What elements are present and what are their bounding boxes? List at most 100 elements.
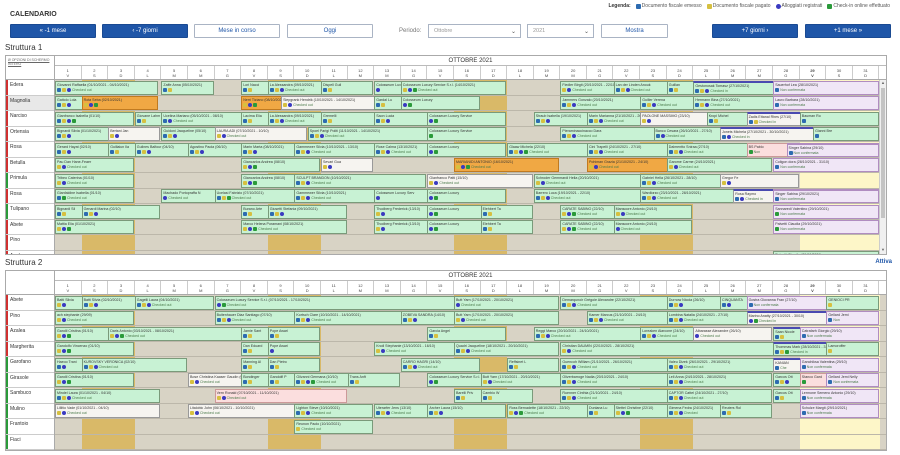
booking-block[interactable]: Gandil Cristina (01/10) (55, 373, 134, 387)
booking-block[interactable]: Albarasse Alexandre (26/10)Checked out (693, 326, 773, 341)
booking-block[interactable]: Gammewer Silvia (10/10/2021 - 13/10)Chec… (294, 142, 400, 157)
room-label[interactable]: Sambuco (6, 388, 54, 404)
booking-block[interactable]: Butt Yarn (17/10/2021 - 20/10/2021)Check… (454, 295, 560, 310)
booking-block[interactable]: LAURA ADI (07/10/2021 - 10/10)Checked ou… (214, 127, 307, 141)
booking-block[interactable]: Colosseum Luxury (427, 142, 507, 157)
booking-block[interactable]: Bauman Ro (799, 111, 879, 126)
room-label[interactable]: Girasole (6, 372, 54, 388)
booking-block[interactable]: Gestonosak Tomasz (27/10/2021)Checked in (693, 80, 799, 95)
booking-block[interactable]: Lermone Semenc Antonio (29/10)Non confer… (799, 388, 879, 403)
booking-block[interactable]: Reggi Marco (20/10/2021 - 24/10/2021)Che… (533, 326, 666, 341)
room-label[interactable]: Rosa (6, 188, 54, 204)
booking-block[interactable]: Rota Seba (02/10/2021) (81, 96, 158, 110)
booking-block[interactable]: SCULPT BRANDON (10/10/2021)Checked out (294, 173, 427, 188)
booking-block[interactable]: Oliverbarroge Nadia (20/10/2021 - 24/10)… (560, 373, 693, 387)
booking-block[interactable]: Hermann Bina (27/10/2021)Checked out (693, 96, 799, 110)
booking-block[interactable]: Lamoroffer (826, 342, 879, 356)
month-select[interactable]: Ottobre⌄ (428, 24, 521, 38)
booking-block[interactable]: Buitenhauer Diaz Santiago (07/10)Checked… (214, 311, 320, 325)
booking-block[interactable]: Quadri Jacqueline (18/10/2021 - 20/10/20… (454, 342, 560, 356)
prev-week-button[interactable]: ‹ -7 giorni (102, 24, 188, 38)
booking-block[interactable]: Singer Sabina (29/10/2021)Non confermata (773, 189, 879, 203)
booking-block[interactable]: Knoll Stephanie (13/10/2021 - 16/10)Chec… (374, 342, 480, 356)
current-month-button[interactable]: Mese in corso (194, 24, 280, 38)
booking-block[interactable]: Butt Yarn (17/10/2021 - 20/10/2021)Check… (480, 373, 586, 387)
booking-block[interactable]: Colosseum Luxury (400, 96, 480, 110)
next-week-button[interactable]: +7 giorni › (712, 24, 798, 38)
booking-block[interactable]: Pope Awari (267, 326, 320, 341)
booking-block[interactable]: Tribeo Caterina (01/10)Checked out (55, 173, 134, 188)
booking-block[interactable]: Genardi Marina (02/10) (81, 204, 161, 219)
booking-block[interactable]: CAPTOR Cattel (24/10/2021 - 27/10)Checke… (666, 388, 773, 403)
booking-block[interactable]: Vern Ronald (07/10/2021 - 11/10/2021)Che… (214, 388, 347, 403)
booking-block[interactable]: Gianfaldine Isabella (01/10)Checked out (55, 189, 134, 203)
booking-block[interactable]: Giusetti Stefania (09/10/2021) (267, 204, 347, 219)
scroll-up-arrow[interactable]: ▲ (881, 80, 885, 85)
booking-block[interactable]: Pope Awari (267, 342, 320, 356)
booking-block[interactable]: Elehbert Ta (480, 220, 533, 234)
room-label[interactable]: Abete (6, 219, 54, 235)
booking-block[interactable]: CARRO HAGRI (14/10)Checked out (400, 357, 480, 372)
booking-block[interactable]: Schulze Margit (29/10/2021)Non confermat… (799, 404, 879, 418)
booking-block[interactable]: Gianfranco Patti (15/10)Checked out (427, 173, 533, 188)
fullscreen-options-link[interactable]: Ø OPZIONI DI SCHERMO INTERO (8, 58, 50, 66)
booking-block[interactable]: Kamer Marcus (21/10/2021 - 24/10)Checked… (587, 311, 693, 325)
vertical-scrollbar[interactable]: ▲▼ (879, 80, 886, 254)
booking-block[interactable]: Dispell Guil (321, 80, 374, 95)
booking-block[interactable]: Mansoore Antonio (24/10)Checked out (613, 204, 693, 219)
room-label[interactable]: Ortensia (6, 126, 54, 142)
booking-block[interactable]: Gostra Giovanna Fran (27/10)Non conferma… (746, 295, 852, 310)
booking-block[interactable]: Gagelli Laura (04/10/2021)Checked out (134, 295, 214, 310)
booking-block[interactable]: Sannaredi Valentino (29/10/2021)Non conf… (773, 204, 879, 219)
room-label[interactable]: Betulla (6, 157, 54, 173)
year-select[interactable]: 2021⌄ (527, 24, 594, 38)
booking-block[interactable]: KUROVSKY VERONICA (02/10)Checked out (81, 357, 187, 372)
room-label[interactable]: Mulino (6, 403, 54, 419)
booking-block[interactable]: Reuters Rol (720, 404, 773, 418)
booking-block[interactable]: Garcia Angel (427, 326, 507, 341)
room-label[interactable]: Pino (6, 310, 54, 326)
booking-block[interactable]: Mindel Laura (01/10/2021 - 04/10)Checked… (55, 388, 161, 403)
room-label[interactable]: Margherita (6, 341, 54, 357)
booking-block[interactable]: Marco Helena Poramani (08/10/2021)Checke… (241, 220, 347, 234)
booking-block[interactable]: Glaaw Michela (22/10)Checked out (507, 142, 613, 157)
booking-block[interactable]: Cini Trapelli (24/10/2021 - 27/10)Checke… (587, 142, 693, 157)
booking-block[interactable]: Reunon Paolo (10/10/2021)Checked out (294, 419, 374, 434)
booking-block[interactable]: Colosseum Luxury Service (427, 111, 507, 126)
room-label[interactable]: Abete (6, 295, 54, 311)
room-label[interactable]: Garofano (6, 357, 54, 373)
booking-block[interactable]: Valeu Dizek (26/10/2021 - 29/10/2021)Che… (666, 357, 799, 372)
booking-block[interactable]: Lillitio Vade (01/10/2021 - 04/10)Checke… (55, 404, 161, 418)
booking-block[interactable]: Lighton Steve (10/10/2021)Checked out (294, 404, 374, 418)
booking-block[interactable]: Coligon dora (28/10/2021 - 31/10)Non con… (773, 158, 879, 172)
booking-block[interactable]: Gandolfo Vincenzo (01/10) (55, 342, 134, 356)
booking-block[interactable]: Ruenner Cinthia (21/10/2021 - 24/10)Chec… (560, 388, 693, 403)
booking-block[interactable]: Trans Anft (347, 373, 400, 387)
scroll-down-arrow[interactable]: ▼ (881, 247, 885, 252)
booking-block[interactable]: Mattia Elia (01/10/2021) (55, 220, 134, 234)
booking-block[interactable]: Palvetti Claudia (29/10/2021)Non conferm… (773, 220, 879, 234)
booking-block[interactable]: Ross Bernadette (18/10/2021 - 22/10)Chec… (507, 404, 613, 418)
room-label[interactable]: Azalea (6, 326, 54, 342)
booking-block[interactable]: Ganchiksa Valentina (29/10)Non confermat… (799, 357, 879, 372)
booking-block[interactable]: Dalmentto Sniraa (27/10)Checked out (666, 142, 773, 157)
booking-block[interactable]: Cambio W (480, 388, 533, 403)
booking-block[interactable]: Palvetti Claudia (29/10/2021) (773, 251, 879, 254)
booking-block[interactable]: Dan Pietro (267, 357, 320, 372)
booking-block[interactable]: Christian DAUMIN (22/10/2021 - 28/10/202… (560, 342, 799, 356)
booking-block[interactable]: Elehbert Ta (480, 204, 533, 219)
booking-block[interactable]: Ucelasi Fabrizio (07/10/2021)Checked out (214, 189, 320, 203)
room-label[interactable]: Primula (6, 173, 54, 189)
booking-block[interactable]: Lauro Barbara (28/10/2021)Non confermata (773, 96, 879, 110)
booking-block[interactable]: ach stephanie (29/09)Checked out (55, 311, 134, 325)
booking-block[interactable]: Giovanni Raffaella (01/10/2021 - 04/10/2… (55, 80, 158, 95)
booking-block[interactable]: Colosseum Luxury Service (427, 127, 507, 141)
room-label[interactable]: Pino (6, 235, 54, 251)
booking-block[interactable]: Archer Laura (15/10) (427, 404, 507, 418)
booking-block[interactable]: Pohiman Grazia (21/10/2021 - 24/10)Check… (587, 158, 693, 172)
room-label[interactable]: Edera (6, 80, 54, 96)
